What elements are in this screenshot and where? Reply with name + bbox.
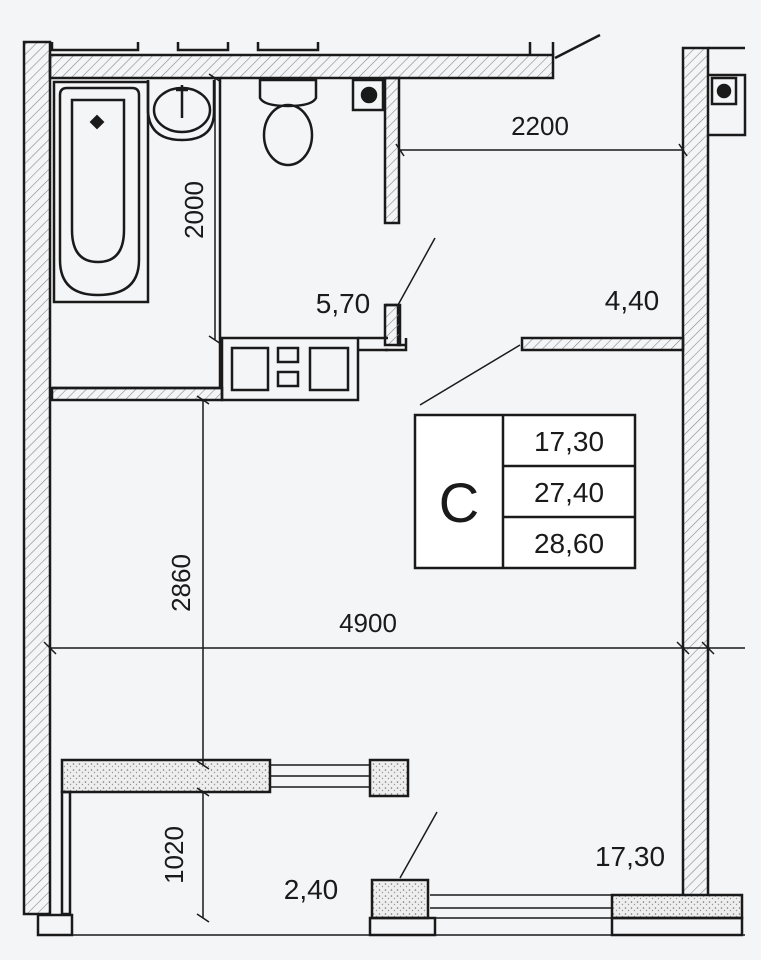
right-wall (681, 46, 710, 916)
window-left (270, 764, 370, 788)
dim-bath-height: 2000 (179, 181, 209, 239)
dimension-lines (43, 73, 745, 923)
left-wall (22, 40, 52, 916)
sink (146, 80, 216, 142)
vent-right (710, 76, 738, 106)
upper-fixtures (50, 33, 601, 60)
bath-bottom-wall (50, 386, 224, 402)
kitchen-unit (220, 336, 388, 402)
window-bottom (72, 894, 745, 936)
dim-balcony-depth: 1020 (159, 826, 189, 884)
dim-width-top: 2200 (511, 111, 569, 141)
area-balcony: 2,40 (284, 874, 339, 905)
vent-bath (351, 78, 385, 112)
toilet (258, 78, 318, 108)
balcony-post (370, 878, 430, 920)
total-area-with-balcony: 28,60 (534, 528, 604, 559)
partition-hall (520, 336, 685, 352)
balcony-wall (60, 758, 272, 794)
top-wall (48, 53, 555, 80)
dim-room-depth: 2860 (166, 554, 196, 612)
drain-icon (89, 114, 105, 130)
dim-room-width: 4900 (339, 608, 397, 638)
area-room: 17,30 (595, 841, 665, 872)
area-hall: 4,40 (605, 285, 660, 316)
partition-bath (383, 76, 401, 225)
bathtub (52, 80, 150, 304)
total-area: 27,40 (534, 477, 604, 508)
living-area: 17,30 (534, 426, 604, 457)
apartment-type: C (439, 471, 479, 534)
summary-table: C 17,30 27,40 28,60 (413, 413, 637, 570)
area-bathroom: 5,70 (316, 288, 371, 319)
